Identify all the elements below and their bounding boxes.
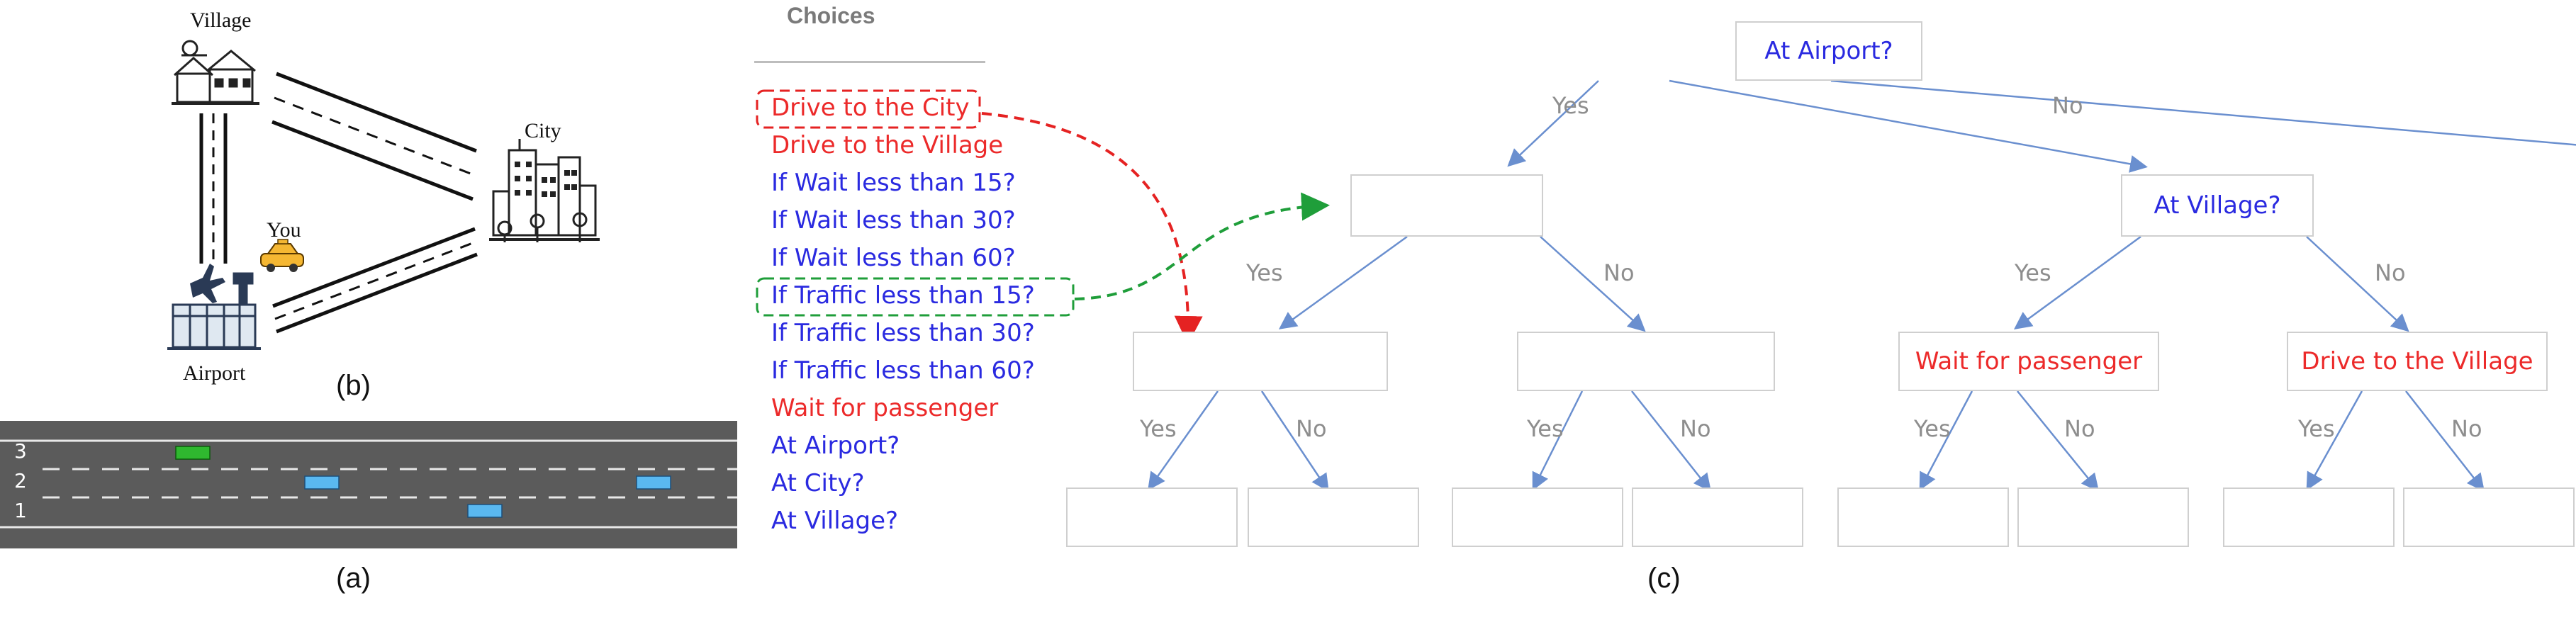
road-village-airport xyxy=(199,113,228,264)
edge-root-yes xyxy=(1507,80,1599,167)
lane-label-2: 2 xyxy=(14,469,27,492)
choice-wait-15[interactable]: If Wait less than 15? xyxy=(771,169,1016,197)
edge-label-yes: Yes xyxy=(1552,92,1589,119)
choice-traffic-15[interactable]: If Traffic less than 15? xyxy=(771,281,1035,310)
drag-source-green xyxy=(756,277,1075,317)
tree-leaf-6[interactable] xyxy=(2017,487,2189,547)
lane-label-1: 1 xyxy=(14,499,27,522)
vehicle-blue-2 xyxy=(636,475,671,490)
vehicle-blue-3 xyxy=(467,504,503,518)
edge-label-yes: Yes xyxy=(1140,415,1177,442)
choice-traffic-30[interactable]: If Traffic less than 30? xyxy=(771,319,1035,347)
tree-slot-l3-2[interactable] xyxy=(1517,332,1775,391)
lane-label-3: 3 xyxy=(14,439,27,463)
edge-root-no xyxy=(1830,79,2576,146)
tree-leaf-3[interactable] xyxy=(1452,487,1623,547)
tree-edges xyxy=(756,79,2576,492)
airport-icon xyxy=(167,264,261,350)
tree-leaf-8[interactable] xyxy=(2403,487,2575,547)
choice-traffic-60[interactable]: If Traffic less than 60? xyxy=(771,356,1035,385)
edge-label-no: No xyxy=(1296,415,1327,442)
choice-drive-village[interactable]: Drive to the Village xyxy=(771,131,1004,159)
village-label: Village xyxy=(190,9,252,32)
drag-arrow-green xyxy=(1074,192,1330,300)
choice-drive-city[interactable]: Drive to the City xyxy=(771,94,970,122)
village-icon xyxy=(172,40,259,105)
choice-at-village[interactable]: At Village? xyxy=(771,507,899,535)
taxi-icon xyxy=(260,239,304,272)
road-airport-city xyxy=(272,227,478,334)
road-village-city xyxy=(271,72,477,201)
vehicle-blue-1 xyxy=(304,475,340,490)
choice-wait-passenger[interactable]: Wait for passenger xyxy=(771,394,999,422)
panel-c-label: (c) xyxy=(1647,563,1681,594)
airport-label: Airport xyxy=(183,361,246,385)
choice-wait-60[interactable]: If Wait less than 60? xyxy=(771,244,1016,272)
edge-label-no: No xyxy=(2064,415,2095,442)
tree-leaf-7[interactable] xyxy=(2223,487,2395,547)
edge-label-no: No xyxy=(1680,415,1711,442)
edge-label-yes: Yes xyxy=(1527,415,1564,442)
choices-title: Choices xyxy=(787,3,875,28)
tree-drive-village-node[interactable]: Drive to the Village xyxy=(2287,332,2548,391)
edge-label-yes: Yes xyxy=(2015,259,2051,286)
tree-root-node[interactable]: At Airport? xyxy=(1735,21,1922,81)
tree-slot-airport-yes[interactable] xyxy=(1350,174,1543,237)
choice-wait-30[interactable]: If Wait less than 30? xyxy=(771,206,1016,235)
edge-label-no: No xyxy=(2052,92,2083,119)
you-label: You xyxy=(267,218,301,242)
highway-diagram xyxy=(0,421,737,548)
edge-label-yes: Yes xyxy=(1914,415,1951,442)
vehicle-green xyxy=(175,446,211,460)
panel-b-label: (b) xyxy=(336,370,371,401)
city-icon xyxy=(489,139,600,242)
edge-label-yes: Yes xyxy=(2298,415,2335,442)
edge-label-yes: Yes xyxy=(1246,259,1283,286)
tree-leaf-5[interactable] xyxy=(1837,487,2009,547)
map-diagram xyxy=(167,40,600,350)
tree-wait-node[interactable]: Wait for passenger xyxy=(1898,332,2159,391)
edge-label-no: No xyxy=(2451,415,2482,442)
choice-at-airport[interactable]: At Airport? xyxy=(771,432,900,460)
tree-leaf-2[interactable] xyxy=(1248,487,1419,547)
tree-leaf-1[interactable] xyxy=(1066,487,1238,547)
edge-label-no: No xyxy=(2375,259,2406,286)
tree-slot-l3-1[interactable] xyxy=(1133,332,1388,391)
city-label: City xyxy=(525,119,561,142)
panel-a-label: (a) xyxy=(336,563,371,594)
tree-village-node[interactable]: At Village? xyxy=(2121,174,2314,237)
choices-divider xyxy=(754,61,985,63)
tree-leaf-4[interactable] xyxy=(1632,487,1803,547)
drag-arrow-red xyxy=(981,112,1203,344)
choice-at-city[interactable]: At City? xyxy=(771,469,865,497)
edge-label-no: No xyxy=(1603,259,1635,286)
drag-source-red xyxy=(756,89,981,129)
